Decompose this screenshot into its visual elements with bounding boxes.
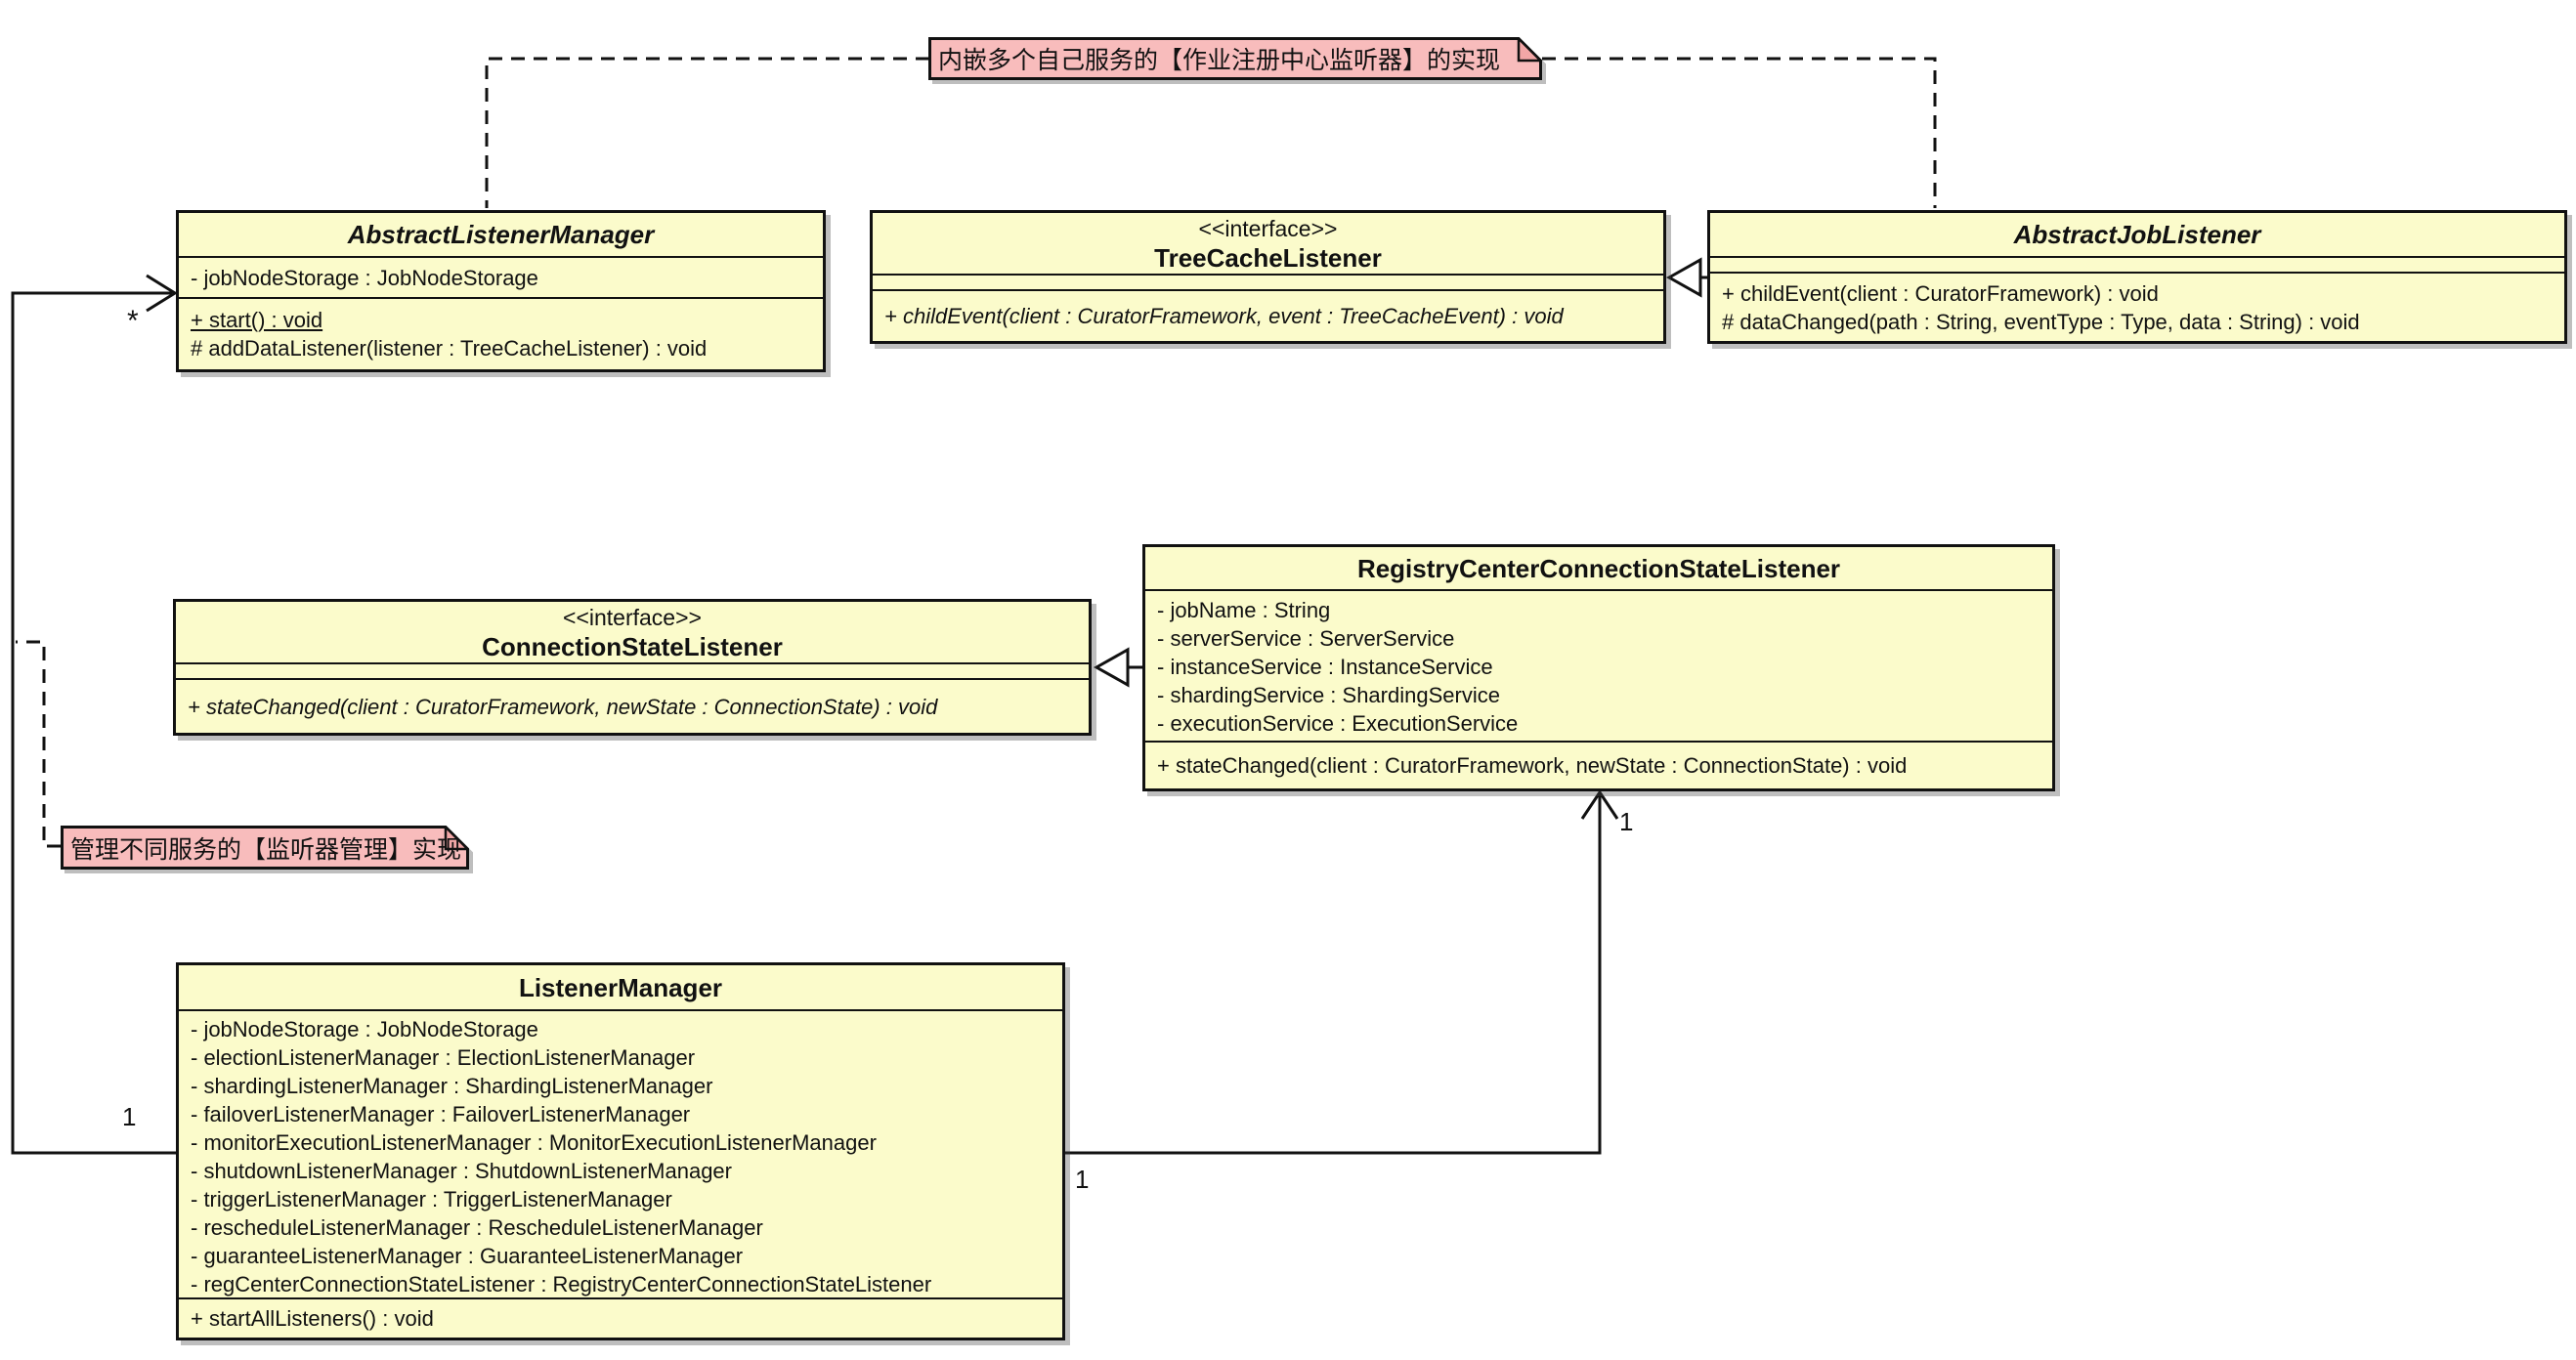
interface-connection-state-listener: <<interface>> ConnectionStateListener + … [173,599,1092,736]
method: + startAllListeners() : void [191,1306,434,1331]
methods-compartment: + stateChanged(client : CuratorFramework… [1145,741,2052,788]
interface-name: TreeCacheListener [1154,243,1382,273]
association-listenermanager-to-registrylistener [1065,795,1602,1155]
attributes-compartment [176,662,1089,678]
note-link-top-note-to-abstractjoblistener [1542,57,1937,208]
attribute: - failoverListenerManager : FailoverList… [191,1102,691,1126]
attribute: - rescheduleListenerManager : Reschedule… [191,1215,763,1240]
methods-compartment: + childEvent(client : CuratorFramework, … [873,289,1663,341]
method: + stateChanged(client : CuratorFramework… [1157,753,1908,778]
method: + stateChanged(client : CuratorFramework… [188,694,938,719]
multiplicity-one-listenermanager-left: 1 [122,1102,137,1131]
methods-compartment: + start() : void # addDataListener(liste… [179,297,823,369]
attribute: - guaranteeListenerManager : GuaranteeLi… [191,1244,744,1268]
interface-stereotype: <<interface>> [563,605,702,630]
attributes-compartment: - jobNodeStorage : JobNodeStorage [179,256,823,297]
note-shape-icon [61,826,469,870]
attribute: - executionService : ExecutionService [1157,711,1519,736]
methods-compartment: + startAllListeners() : void [179,1297,1062,1338]
interface-name: ConnectionStateListener [482,632,783,661]
class-title: ListenerManager [518,972,723,1002]
class-title: <<interface>> TreeCacheListener [873,213,1663,274]
open-arrowhead-icon [1580,789,1619,820]
hollow-triangle-arrowhead-icon [1093,647,1130,688]
hollow-triangle-arrowhead-icon [1665,257,1702,298]
attribute: - shardingListenerManager : ShardingList… [191,1074,713,1098]
note-text: 内嵌多个自己服务的【作业注册中心监听器】的实现 [938,47,1501,74]
interface-stereotype: <<interface>> [1198,216,1338,241]
attribute: - shardingService : ShardingService [1157,683,1500,707]
attribute: - monitorExecutionListenerManager : Moni… [191,1130,877,1155]
method: + start() : void [191,308,323,332]
interface-tree-cache-listener: <<interface>> TreeCacheListener + childE… [870,210,1666,344]
method: + childEvent(client : CuratorFramework, … [884,304,1564,328]
multiplicity-one-listenermanager-right: 1 [1075,1165,1090,1194]
attribute: - jobName : String [1157,598,1331,622]
class-title: AbstractListenerManager [347,220,655,249]
methods-compartment: + stateChanged(client : CuratorFramework… [176,678,1089,733]
method: + childEvent(client : CuratorFramework) … [1722,281,2159,306]
class-abstract-listener-manager: AbstractListenerManager - jobNodeStorage… [176,210,826,372]
class-registry-center-connection-state-listener: RegistryCenterConnectionStateListener - … [1142,544,2055,791]
methods-compartment: + childEvent(client : CuratorFramework) … [1710,272,2564,341]
class-title: RegistryCenterConnectionStateListener [1356,553,1841,583]
attributes-compartment [873,274,1663,289]
attributes-compartment: - jobNodeStorage : JobNodeStorage - elec… [179,1009,1062,1297]
open-arrowhead-icon [146,274,178,313]
class-listener-manager: ListenerManager - jobNodeStorage : JobNo… [176,962,1065,1340]
note-registry-listener-implementation: 内嵌多个自己服务的【作业注册中心监听器】的实现 [928,37,1542,80]
multiplicity-one-registrylistener: 1 [1619,807,1634,836]
note-text: 管理不同服务的【监听器管理】实现 [70,835,462,864]
association-listenermanager-to-abstractlistenermanager [11,291,176,1155]
note-shape-icon [928,37,1542,80]
method: # addDataListener(listener : TreeCacheLi… [191,336,708,361]
method: # dataChanged(path : String, eventType :… [1722,310,2360,334]
attributes-compartment [1710,256,2564,272]
note-listener-manager-implementation: 管理不同服务的【监听器管理】实现 [61,826,469,870]
note-link-left-note-to-association [16,640,61,848]
attribute: - regCenterConnectionStateListener : Reg… [191,1272,932,1296]
class-title: AbstractJobListener [2013,220,2261,249]
attribute: - shutdownListenerManager : ShutdownList… [191,1159,732,1183]
attribute: - jobNodeStorage : JobNodeStorage [191,1017,538,1041]
attribute: - electionListenerManager : ElectionList… [191,1045,696,1070]
attributes-compartment: - jobName : String - serverService : Ser… [1145,589,2052,741]
attribute: - triggerListenerManager : TriggerListen… [191,1187,672,1211]
note-link-top-note-to-abstractlistenermanager [485,57,929,208]
multiplicity-star-abstractlistenermanager: * [127,305,139,337]
class-abstract-job-listener: AbstractJobListener + childEvent(client … [1707,210,2567,344]
attribute: - serverService : ServerService [1157,626,1455,651]
attribute: - instanceService : InstanceService [1157,655,1493,679]
attribute: - jobNodeStorage : JobNodeStorage [191,266,538,290]
class-title: <<interface>> ConnectionStateListener [176,602,1089,662]
